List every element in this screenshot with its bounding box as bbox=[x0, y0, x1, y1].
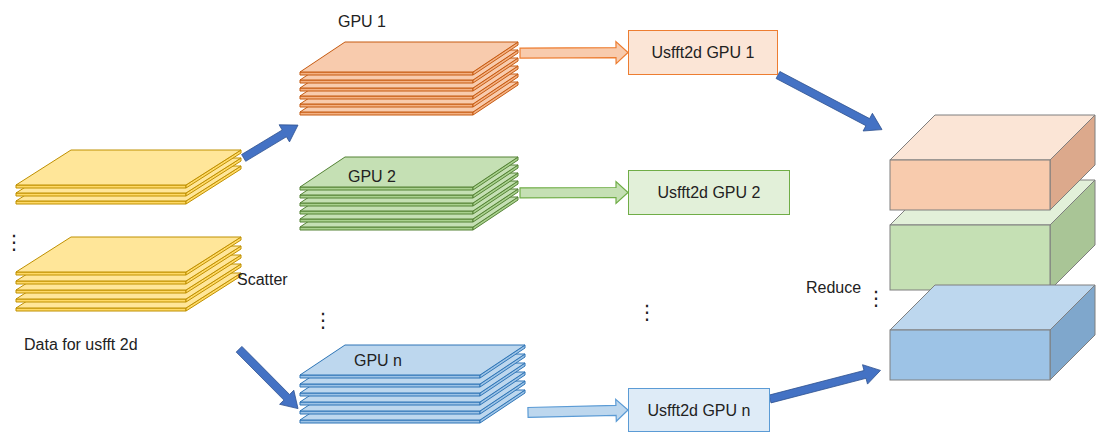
process-box: Usfft2d GPU 2 bbox=[628, 170, 790, 215]
gpu-data-stack: GPU 1 bbox=[298, 8, 520, 130]
process-box: Usfft2d GPU 1 bbox=[628, 30, 778, 75]
stack-heading: GPU 2 bbox=[348, 167, 570, 186]
arrow-shape bbox=[776, 72, 882, 132]
ellipsis-mark: ⋮ bbox=[313, 310, 333, 330]
data-slice bbox=[300, 42, 518, 72]
gpu-data-stack: GPU n bbox=[298, 345, 528, 440]
flow-arrow bbox=[769, 365, 881, 403]
reduced-result-stack-art bbox=[800, 110, 1098, 390]
stack-heading: GPU 1 bbox=[338, 12, 560, 31]
cube-side bbox=[1050, 115, 1095, 210]
data-slice bbox=[300, 345, 525, 375]
cube-front bbox=[890, 225, 1050, 290]
flow-arrow bbox=[236, 346, 298, 408]
arrow-shape bbox=[769, 365, 881, 403]
arrow-shape bbox=[242, 125, 298, 162]
ellipsis-mark: ⋮ bbox=[866, 288, 886, 308]
arrow-shape bbox=[236, 346, 298, 408]
block-arrow bbox=[528, 399, 628, 421]
input-data-stack-art bbox=[14, 145, 246, 360]
process-box: Usfft2d GPU n bbox=[628, 388, 770, 432]
box-label: Usfft2d GPU 2 bbox=[658, 183, 761, 202]
box-label: Usfft2d GPU 1 bbox=[652, 43, 755, 62]
stack-heading: GPU n bbox=[354, 351, 584, 370]
box-label: Usfft2d GPU n bbox=[648, 401, 751, 420]
ellipsis-mark: ⋮ bbox=[637, 302, 657, 322]
block-arrow bbox=[520, 42, 628, 64]
reduced-result-stack: Reduce bbox=[800, 110, 1098, 390]
cube-front bbox=[890, 160, 1050, 210]
cube-side bbox=[1050, 285, 1095, 380]
stack-heading: Data for usfft 2d bbox=[24, 335, 256, 354]
flow-arrow bbox=[242, 125, 298, 162]
gpu-data-stack-art bbox=[298, 345, 528, 440]
arrow-shape bbox=[520, 182, 628, 204]
data-slice bbox=[16, 150, 241, 185]
cube-front bbox=[890, 330, 1050, 380]
data-slice bbox=[300, 157, 518, 187]
gpu-data-stack-art bbox=[298, 8, 520, 130]
ellipsis-mark: ⋮ bbox=[4, 232, 24, 252]
gpu-data-stack-art bbox=[298, 155, 520, 243]
input-data-stack: Data for usfft 2d bbox=[14, 145, 246, 360]
data-slice bbox=[16, 237, 241, 272]
arrow-shape bbox=[528, 399, 628, 421]
gpu-data-stack: GPU 2 bbox=[298, 155, 520, 243]
arrow-shape bbox=[520, 42, 628, 64]
stack-heading: Reduce bbox=[806, 278, 1100, 297]
block-arrow bbox=[520, 182, 628, 204]
flow-arrow bbox=[776, 72, 882, 132]
step-label: Scatter bbox=[237, 270, 288, 289]
